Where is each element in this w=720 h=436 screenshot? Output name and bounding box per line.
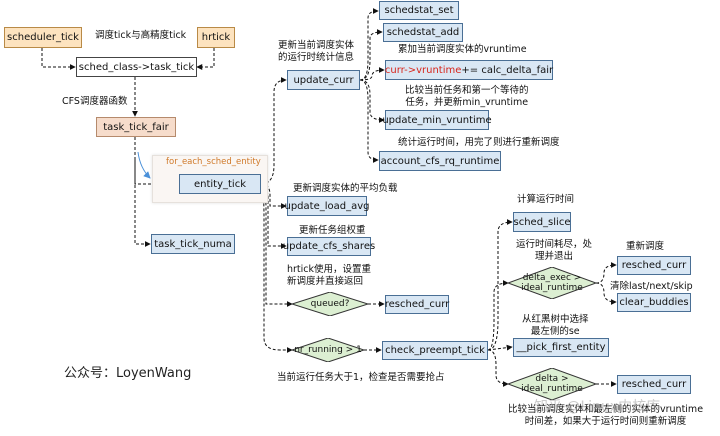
hrtick-note-line1: hrtick使用，设置重 — [287, 264, 372, 275]
calc-delta-fair-text: += calc_delta_fair — [461, 64, 554, 76]
delta-line2: ideal_runtime — [521, 384, 583, 394]
delta-exec-decision-text: delta_exec > ideal_runtime — [521, 273, 583, 294]
edge-hrtick-to-task-tick — [196, 48, 215, 70]
pick-note-line2: 最左侧的se — [530, 326, 580, 338]
hrtick-note: hrtick使用，设置重 新调度并直接返回 — [287, 264, 371, 289]
resched-curr-3-node: resched_curr — [617, 375, 691, 394]
edge-uc-to-vruntime — [359, 67, 385, 81]
update-curr-note-line1: 更新当前调度实体 — [278, 40, 355, 51]
resched-curr-1-node: resched_curr — [385, 295, 449, 314]
queued-decision-text: queued? — [310, 298, 350, 309]
account-cfs-rq-runtime-node: account_cfs_rq_runtime — [379, 151, 501, 171]
update-curr-note-line2: 的运行时统计信息 — [278, 52, 355, 64]
edge-check-to-slice — [487, 219, 513, 351]
update-curr-note: 更新当前调度实体 的运行时统计信息 — [278, 40, 354, 65]
hrtick-note-line2: 新调度并直接返回 — [287, 276, 364, 288]
edge-uc-to-min-vruntime — [359, 79, 385, 123]
delta-line1: delta > — [535, 373, 569, 384]
edge-uc-to-account — [359, 79, 379, 163]
load-avg-note: 更新调度实体的平均负载 — [293, 183, 398, 194]
edge-check-to-delta-exec — [487, 280, 509, 351]
resched-note: 重新调度 — [626, 241, 665, 252]
scheduler-tick-node: scheduler_tick — [4, 27, 82, 48]
update-curr-node: update_curr — [287, 70, 360, 90]
compare-note: 比较当前调度实体和最左侧的实体的vruntime 时间差，如果大于运行时间则重新… — [508, 404, 703, 429]
sched-slice-node: sched_slice — [513, 212, 571, 232]
compare-note-line2: 时间差，如果大于运行时间则重新调度 — [524, 416, 687, 428]
nr-running-decision: nr_running > 1 — [292, 338, 364, 362]
exhausted-note-line1: 运行时间耗尽，处 — [516, 239, 593, 250]
shares-note: 更新任务组权重 — [299, 225, 366, 236]
account-note: 统计运行时间，用完了则进行重新调度 — [398, 137, 560, 148]
min-vruntime-note: 比较当前任务和第一个等待的 任务，并更新min_vruntime — [405, 85, 529, 110]
schedstat-add-node: schedstat_add — [383, 23, 463, 42]
watermark: 知乎 @Linux内核库 — [534, 399, 661, 415]
delta-decision: delta > ideal_runtime — [508, 368, 596, 400]
entity-tick-node: entity_tick — [179, 174, 261, 194]
curr-vruntime-node: curr->vruntime += calc_delta_fair — [385, 60, 553, 80]
edge-check-to-delta — [487, 349, 509, 387]
clear-buddies-node: clear_buddies — [617, 293, 691, 312]
for-each-sched-entity-label: for_each_sched_entity — [166, 157, 261, 167]
cfs-label: CFS调度器函数 — [62, 96, 128, 107]
resched-curr-2-node: resched_curr — [617, 256, 691, 275]
schedstat-set-node: schedstat_set — [379, 1, 459, 20]
edge-scheduler-to-task-tick — [41, 48, 76, 70]
delta-exec-decision: delta_exec > ideal_runtime — [508, 267, 596, 299]
for-each-loop-arrow — [137, 151, 151, 179]
pick-note-line1: 从红黑树中选择 — [522, 314, 589, 325]
tick-label: 调度tick与高精度tick — [95, 30, 187, 41]
edge-entity-to-nr-running — [260, 183, 293, 353]
hrtick-node: hrtick — [197, 27, 235, 48]
vruntime-note: 累加当前调度实体的vruntime — [398, 44, 527, 55]
update-load-avg-node: update_load_avg — [285, 196, 370, 216]
update-cfs-shares-node: update_cfs_shares — [283, 237, 375, 256]
clear-note: 清除last/next/skip — [610, 281, 693, 292]
edge-check-to-pick — [487, 344, 513, 351]
sched-class-task-tick-node: sched_class->task_tick — [76, 57, 197, 77]
delta-decision-text: delta > ideal_runtime — [521, 374, 583, 395]
exhausted-note: 运行时间耗尽，处 理并退出 — [516, 239, 592, 264]
task-tick-numa-node: task_tick_numa — [151, 234, 235, 254]
pick-first-entity-node: __pick_first_entity — [513, 338, 609, 357]
curr-vruntime-text: curr->vruntime — [384, 64, 462, 76]
pick-note: 从红黑树中选择 最左侧的se — [522, 314, 589, 339]
delta-exec-line2: ideal_runtime — [521, 283, 583, 293]
nr-running-decision-text: nr_running > 1 — [294, 344, 362, 355]
delta-exec-line1: delta_exec > — [522, 272, 582, 283]
min-vruntime-note-line1: 比较当前任务和第一个等待的 — [405, 85, 529, 96]
nr-running-note: 当前运行任务大于1，检查是否需要抢占 — [277, 372, 445, 383]
exhausted-note-line2: 理并退出 — [535, 251, 574, 263]
footer-account: 公众号：LoyenWang — [64, 366, 192, 381]
queued-decision: queued? — [292, 292, 368, 316]
edge-de-to-clear — [595, 282, 617, 305]
edge-fair-to-numa — [134, 160, 151, 247]
edge-uc-to-schedstat-add — [359, 29, 383, 81]
min-vruntime-note-line2: 任务，并更新min_vruntime — [405, 97, 529, 109]
compare-note-line1: 比较当前调度实体和最左侧的实体的vruntime — [508, 404, 704, 415]
calc-runtime-note: 计算运行时间 — [517, 194, 575, 205]
check-preempt-tick-node: check_preempt_tick — [382, 341, 488, 360]
update-min-vruntime-node: update_min_vruntime — [382, 110, 492, 130]
task-tick-fair-node: task_tick_fair — [96, 117, 176, 137]
